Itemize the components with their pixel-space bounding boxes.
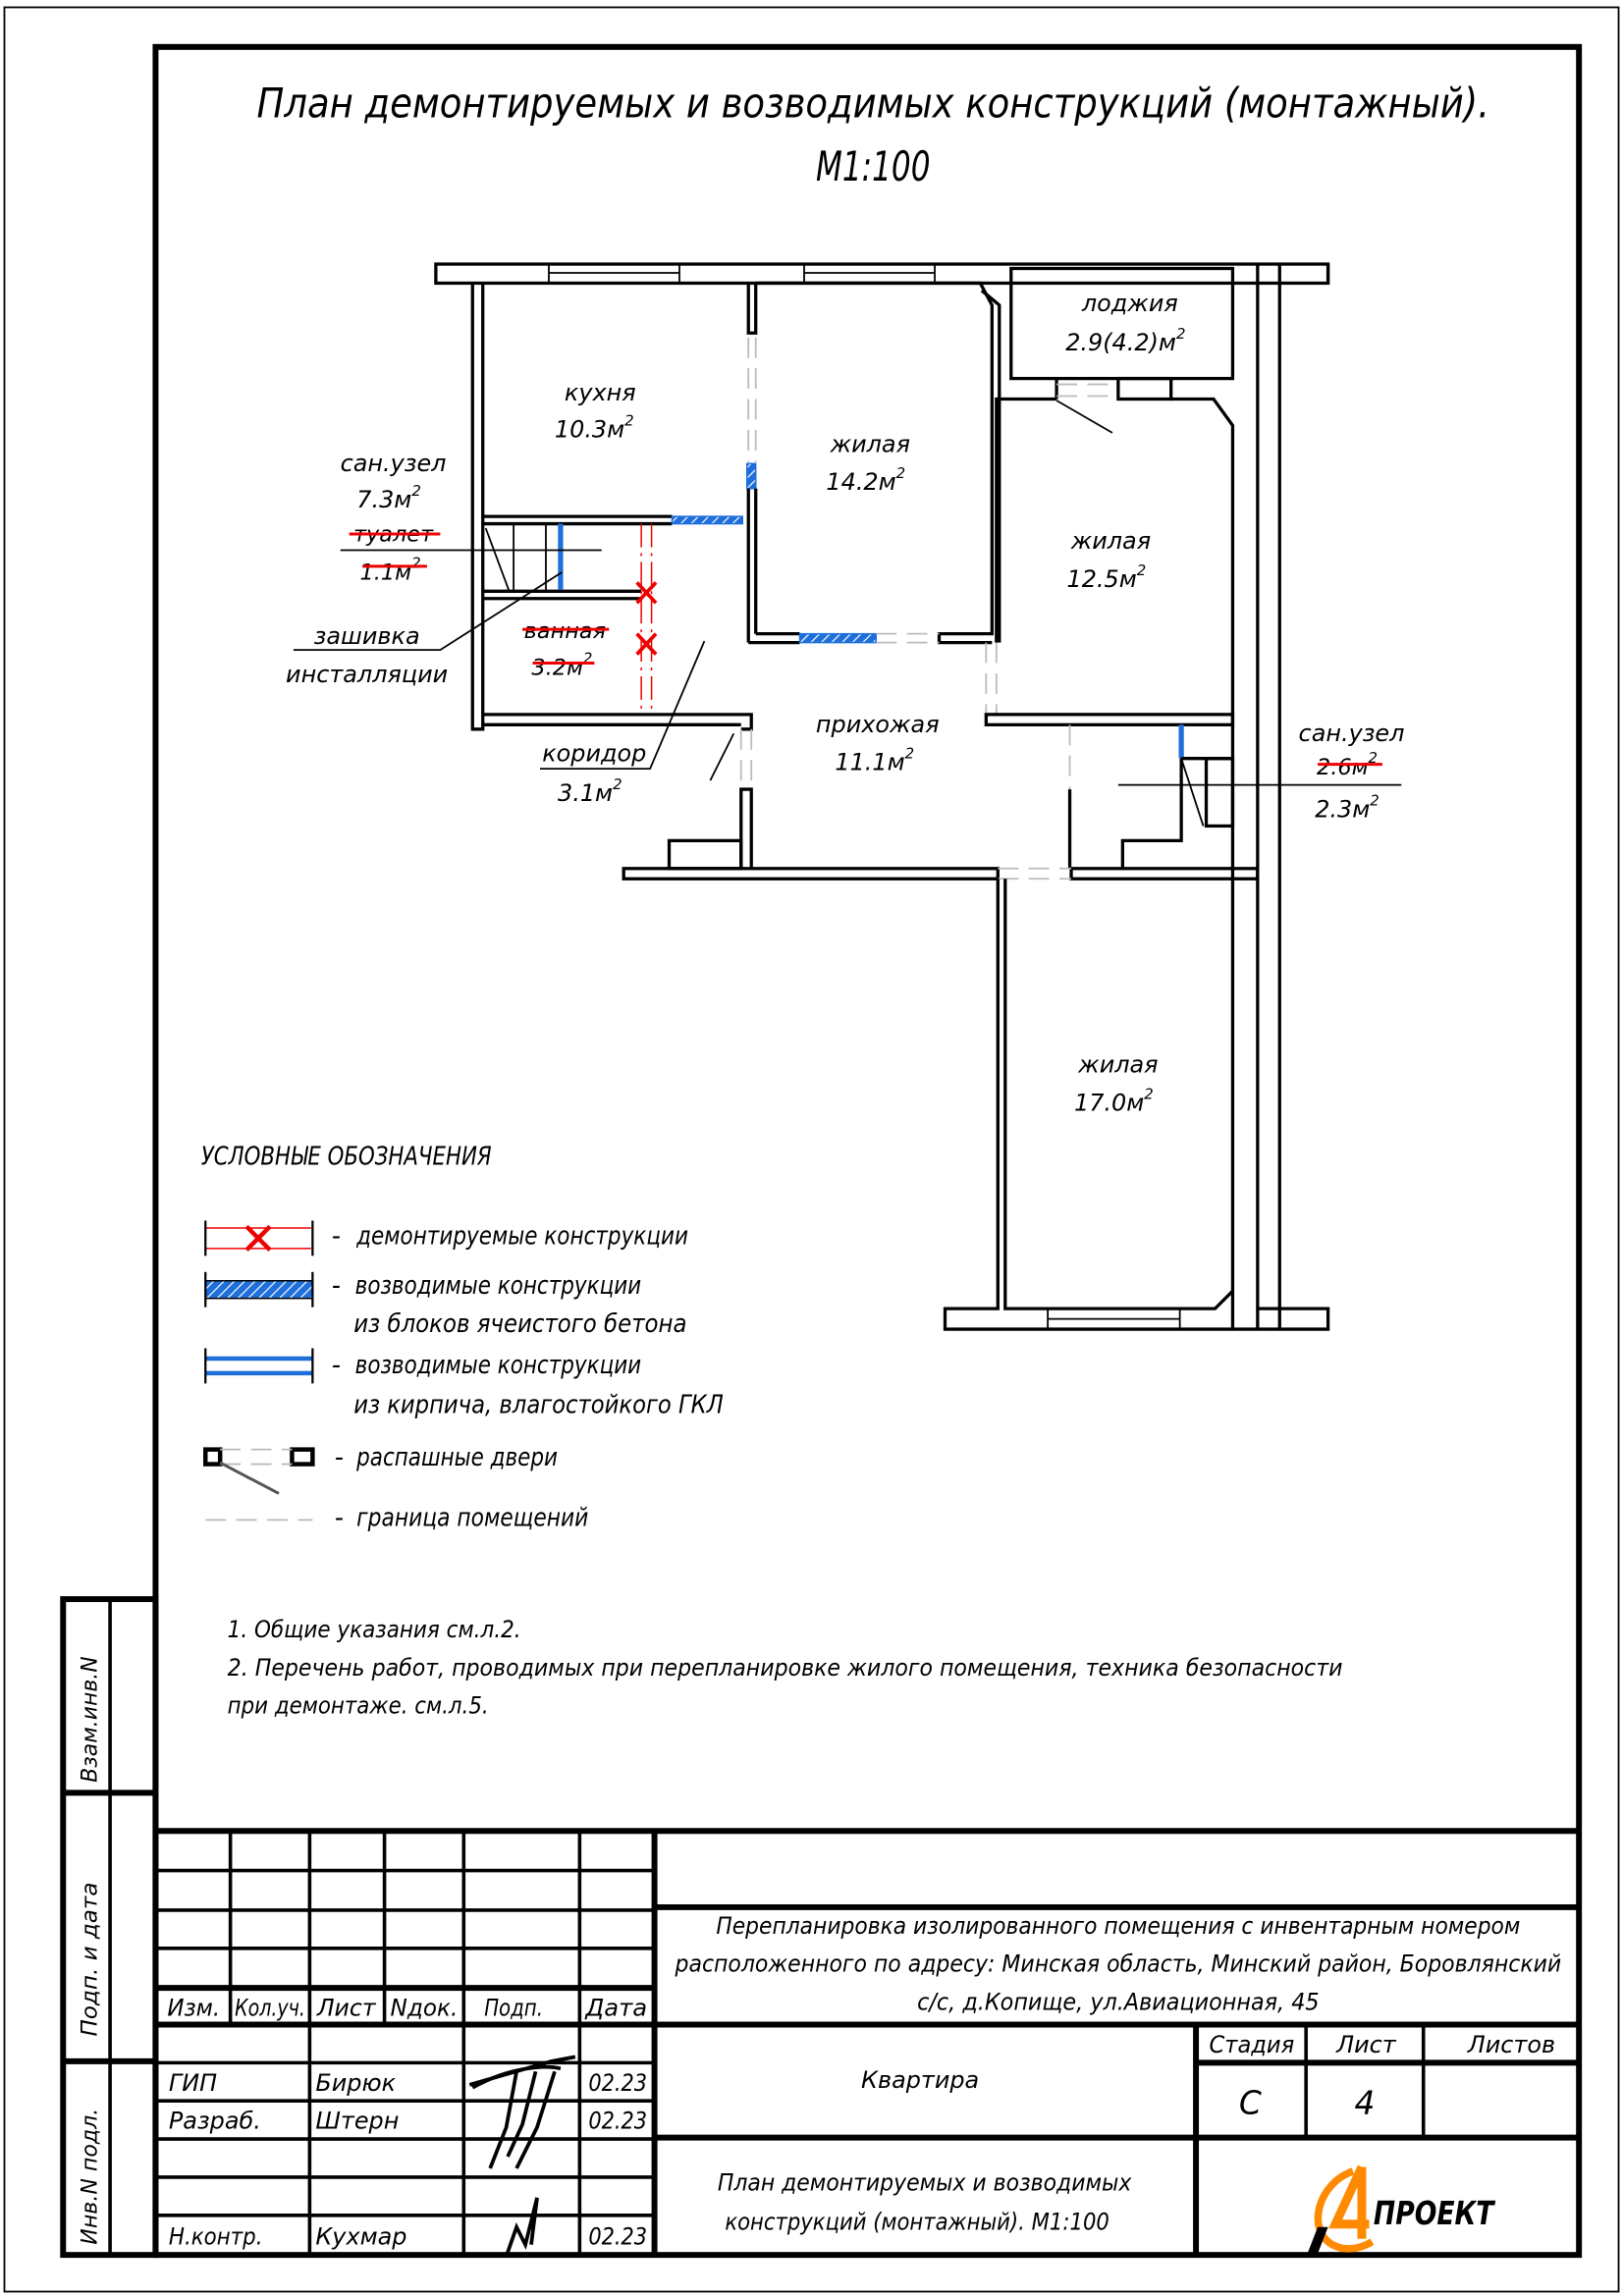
project-line-3: с/с, д.Копище, ул.Авиационная, 45 [917, 1989, 1320, 2016]
sheet-value: 4 [1354, 2084, 1375, 2122]
room-label-living-17: жилая [1077, 1051, 1158, 1079]
date-chief-engineer: 02.23 [588, 2069, 647, 2097]
header-date: Дата [584, 1995, 647, 2022]
role-chief-engineer: ГИП [169, 2069, 217, 2097]
installation-note: зашивка [314, 622, 420, 650]
date-norm-control: 02.23 [588, 2223, 647, 2251]
note-3: при демонтаже. см.л.5. [228, 1692, 489, 1720]
legend: УСЛОВНЫЕ ОБОЗНАЧЕНИЯ - демонтируемые кон… [201, 1142, 724, 1532]
legend-dash: - [332, 1350, 341, 1379]
legend-symbol-aerated-concrete [204, 1271, 314, 1308]
drawing-name-line-2: конструкций (монтажный). М1:100 [725, 2209, 1109, 2236]
signature-chief-engineer [468, 2055, 576, 2169]
drawing-scale: М1:100 [816, 142, 931, 190]
room-label-living-12: жилая [1070, 527, 1151, 555]
legend-dash: - [332, 1270, 341, 1300]
header-change: Изм. [167, 1995, 220, 2022]
legend-label-room-boundary: граница помещений [356, 1502, 588, 1531]
room-label-corridor: коридор [542, 740, 646, 768]
legend-dash: - [335, 1502, 344, 1531]
room-area-wc-left: 7.3м2 [356, 482, 421, 513]
leader-lines [293, 549, 1402, 786]
side-stamp: Взам.инв.N Подп. и дата Инв.N подл. [60, 1596, 159, 2259]
legend-label-door: распашные двери [355, 1442, 558, 1471]
company-logo: ПРОЕКТ [1307, 2164, 1496, 2254]
legend-dash: - [332, 1220, 341, 1250]
sheet-label: Лист [1335, 2031, 1397, 2058]
date-developer: 02.23 [588, 2108, 647, 2135]
stamp-original-inv: Инв.N подл. [78, 2109, 103, 2245]
note-2: 2. Перечень работ, проводимых при перепл… [228, 1654, 1343, 1682]
room-area-corridor: 3.1м2 [558, 775, 622, 807]
room-area-living-17: 17.0м2 [1074, 1085, 1154, 1116]
room-label-hall: прихожая [816, 711, 940, 738]
old-room-label-bath: ванная [524, 618, 606, 644]
stage-value: С [1239, 2084, 1262, 2122]
room-label-wc-right: сан.узел [1299, 720, 1405, 747]
signature-norm-control [504, 2197, 539, 2258]
old-room-area-wc-right: 2.6м2 [1317, 749, 1378, 780]
floor-plan [434, 262, 1330, 1331]
header-count: Кол.уч. [235, 1995, 305, 2022]
role-developer: Разраб. [169, 2108, 261, 2135]
legend-symbol-demolish [204, 1220, 314, 1256]
legend-label-demolish: демонтируемые конструкции [355, 1220, 688, 1250]
old-room-area-bath: 3.2м2 [531, 650, 592, 681]
stage-label: Стадия [1210, 2031, 1295, 2058]
legend-label-brick-gkl: возводимые конструкции [355, 1350, 641, 1379]
main-frame [152, 43, 1583, 2259]
room-area-loggia: 2.9(4.2)м2 [1065, 325, 1185, 356]
stamp-replacement-inv: Взам.инв.N [78, 1656, 103, 1783]
room-label-living-14: жилая [830, 430, 910, 457]
header-sheet: Лист [316, 1995, 377, 2022]
object-name: Квартира [861, 2066, 979, 2094]
room-area-hall: 11.1м2 [835, 745, 914, 776]
installation-note-2: инсталляции [286, 661, 448, 688]
room-label-wc-left: сан.узел [341, 450, 447, 477]
project-line-1: Перепланировка изолированного помещения … [716, 1912, 1520, 1940]
room-label-kitchen: кухня [565, 379, 636, 406]
note-1: 1. Общие указания см.л.2. [228, 1616, 521, 1643]
legend-label-aerated-concrete-2: из блоков ячеистого бетона [353, 1308, 686, 1338]
legend-title: УСЛОВНЫЕ ОБОЗНАЧЕНИЯ [201, 1142, 492, 1171]
room-area-kitchen: 10.3м2 [555, 411, 634, 443]
general-notes: 1. Общие указания см.л.2. 2. Перечень ра… [228, 1616, 1343, 1720]
demolish-x-icon [635, 581, 658, 605]
outer-border [3, 6, 1620, 2293]
legend-symbol-door [203, 1447, 315, 1495]
header-signature: Подп. [484, 1995, 543, 2022]
room-label-loggia: лоджия [1081, 290, 1178, 317]
demolish-x-icon [635, 632, 658, 656]
drawing-title: План демонтируемых и возводимых конструк… [257, 80, 1489, 128]
legend-label-aerated-concrete: возводимые конструкции [355, 1270, 641, 1300]
role-norm-control: Н.контр. [169, 2223, 263, 2251]
name-chief-engineer: Бирюк [315, 2069, 396, 2097]
stamp-sign-date: Подп. и дата [78, 1883, 103, 2037]
old-room-area-toilet: 1.1м2 [360, 554, 421, 585]
legend-label-brick-gkl-2: из кирпича, влагостойкого ГКЛ [353, 1389, 724, 1418]
room-area-living-14: 14.2м2 [826, 464, 905, 496]
room-area-wc-right: 2.3м2 [1315, 792, 1380, 824]
name-developer: Штерн [315, 2108, 399, 2135]
legend-dash: - [335, 1442, 344, 1471]
title-block: Изм. Кол.уч. Лист Nдок. Подп. Дата ГИП Б… [155, 1828, 1580, 2258]
logo-text: ПРОЕКТ [1374, 2194, 1496, 2232]
legend-symbol-brick-gkl [204, 1348, 314, 1384]
room-area-living-12: 12.5м2 [1067, 561, 1147, 593]
project-line-2: расположенного по адресу: Минская област… [675, 1950, 1562, 1978]
header-doc-no: Nдок. [391, 1995, 459, 2022]
name-norm-control: Кухмар [315, 2223, 406, 2251]
sheets-label: Листов [1467, 2031, 1555, 2058]
drawing-name-line-1: План демонтируемых и возводимых [718, 2168, 1132, 2196]
